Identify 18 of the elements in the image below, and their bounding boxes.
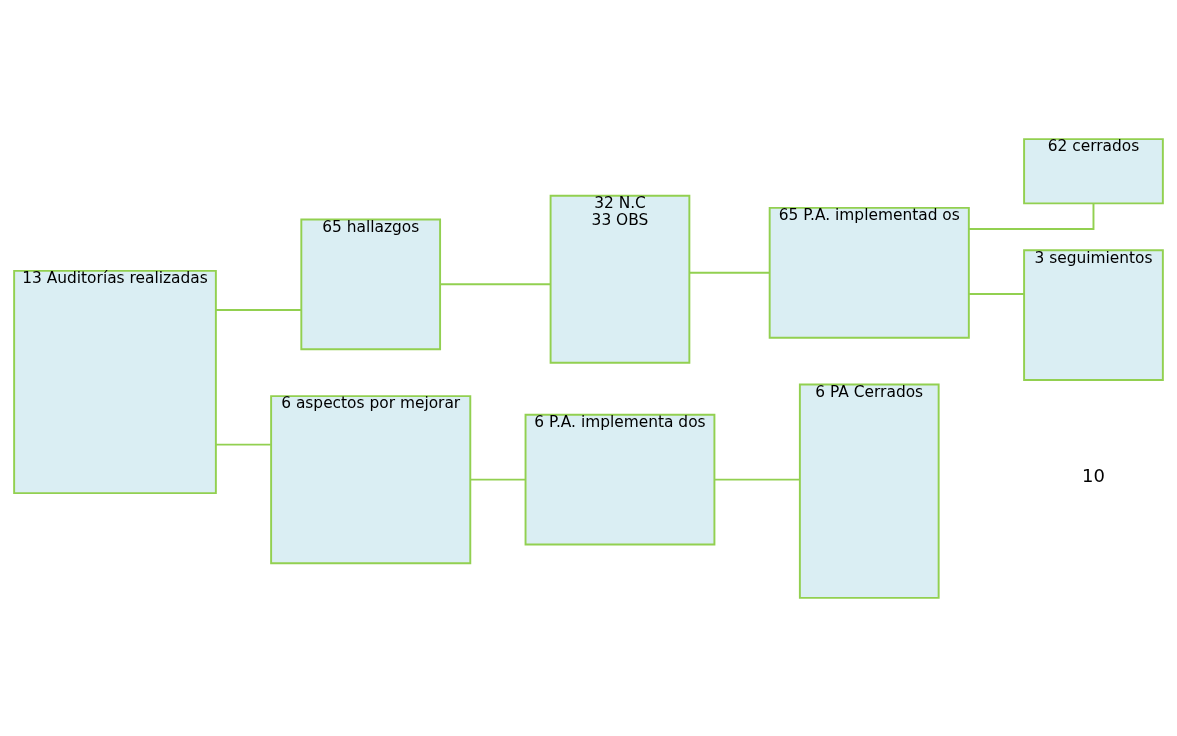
node-box: 6 aspectos por mejorar xyxy=(270,394,472,564)
connector xyxy=(215,308,303,311)
connector xyxy=(688,271,771,274)
node-box: 65 hallazgos xyxy=(300,218,442,350)
node-box: 3 seguimientos xyxy=(1023,248,1164,381)
node-box: 13 Auditorías realizadas xyxy=(13,269,217,494)
connector xyxy=(713,478,801,481)
node-box: 6 PA Cerrados xyxy=(798,383,940,599)
node-box: 6 P.A. implementa dos xyxy=(524,413,716,545)
connector xyxy=(967,202,1095,230)
node-box: 32 N.C 33 OBS xyxy=(549,194,691,364)
connector xyxy=(439,282,552,285)
node-box: 62 cerrados xyxy=(1023,137,1164,204)
node-box: 65 P.A. implementad os xyxy=(768,206,970,339)
label: 10 xyxy=(1082,464,1105,486)
connector xyxy=(967,292,1025,295)
connector xyxy=(469,478,527,481)
connector xyxy=(215,443,272,446)
